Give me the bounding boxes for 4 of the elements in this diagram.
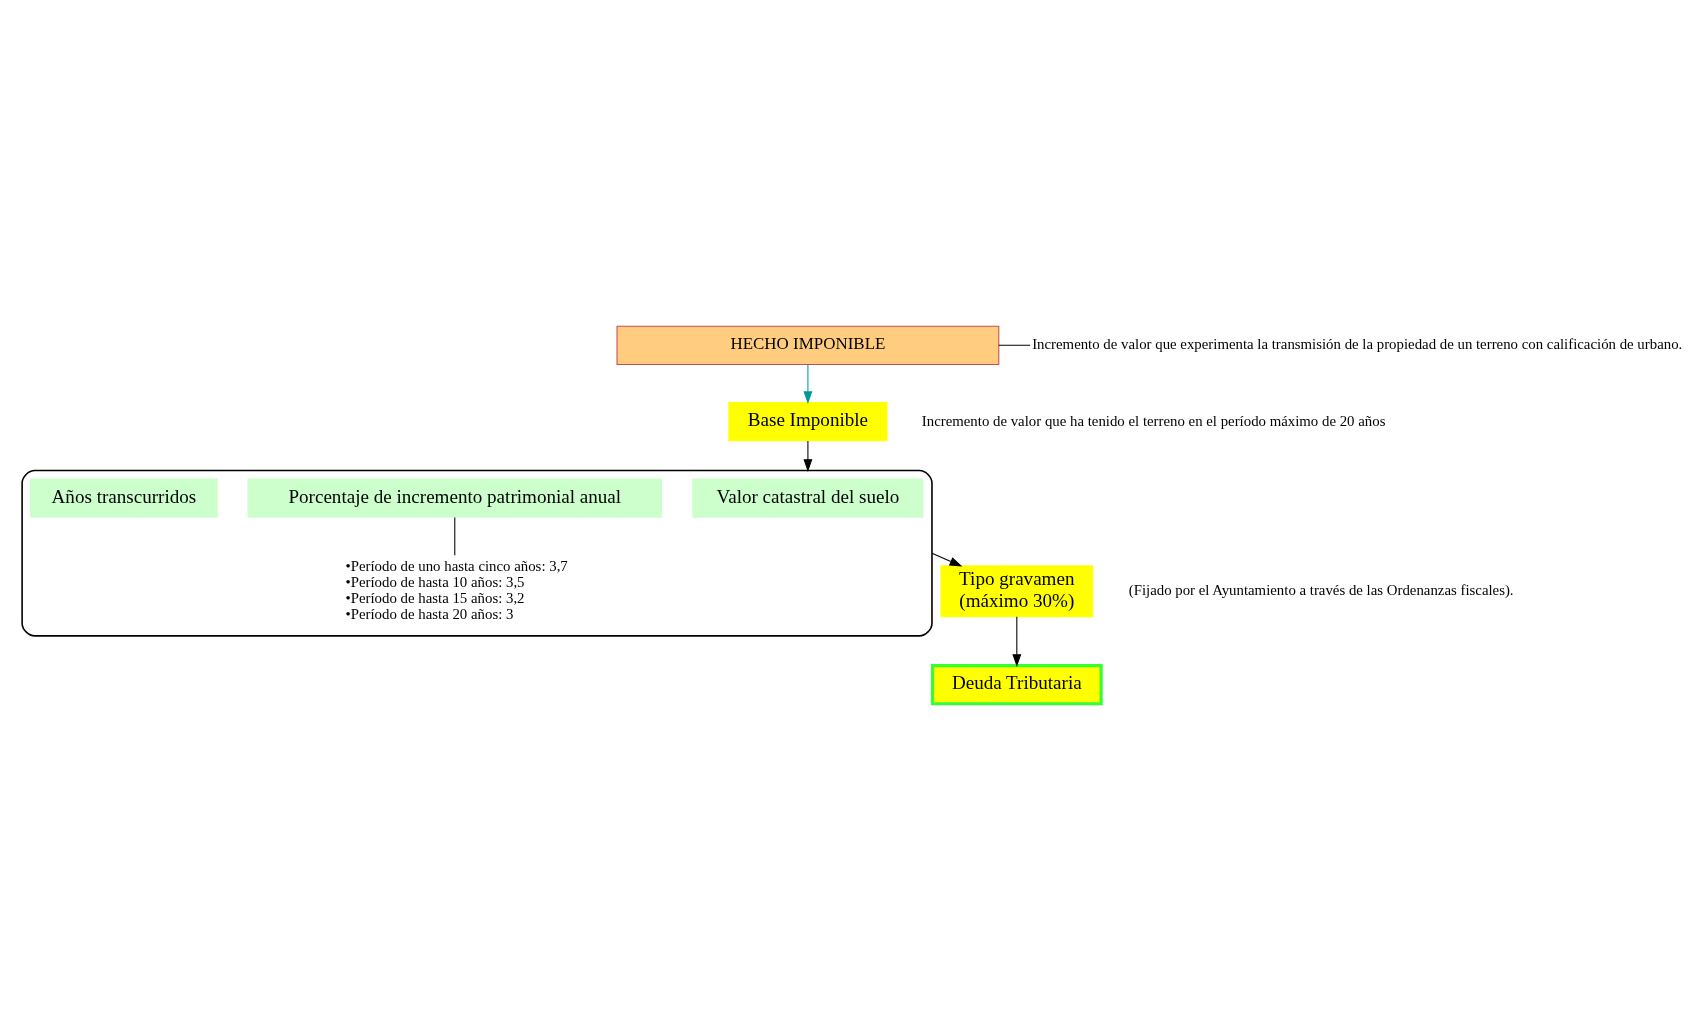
- node-label: (Fijado por el Ayuntamiento a través de las Ordenanzas fiscales).: [1128, 581, 1514, 598]
- node-text: Incremento de valor que experimenta la transmisión de la propiedad de un terreno con calificación de urbano.: [1032, 335, 1683, 352]
- node-text: •Período de uno hasta cinco años: 3,7 •Período de hasta 10 años: 3,5 •Período de hasta 15 años: 3,2 •Período de hasta 20 años: 3: [345, 557, 568, 622]
- node-label: Incremento de valor que ha tenido el terreno en el período máximo de 20 años: [921, 412, 1386, 429]
